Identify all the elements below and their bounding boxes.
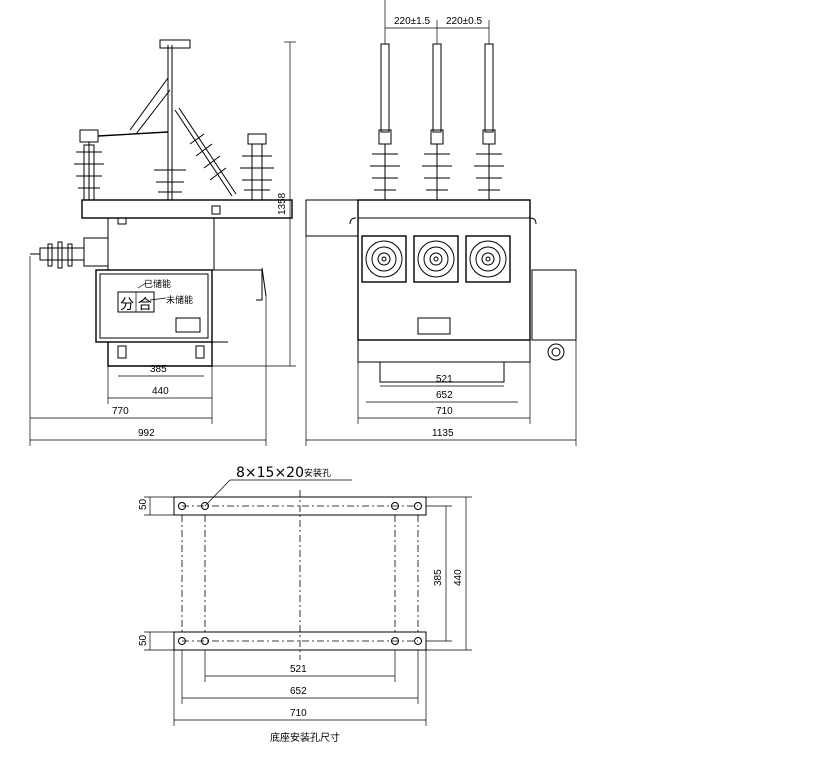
dim-front-710: 710 [436,406,453,417]
dim-phase-spacing-right: 220±0.5 [446,16,483,27]
flange-phase-c [465,235,511,283]
side-insulator-left [74,129,104,201]
side-view: 分 合 已储能 未储能 [29,39,296,446]
front-left-box [305,199,359,237]
side-nameplate [175,317,201,333]
bushing-phase-c [474,43,504,200]
dim-base-50-bottom: 50 [138,634,149,646]
flange-phase-b [413,235,459,283]
dim-base-50-top: 50 [138,498,149,510]
side-body [107,217,215,271]
base-plan: 8×15×20 安装孔 50 50 385 440 521 652 710 底 [138,465,472,744]
bushing-phase-a [370,43,400,200]
dim-front-1135: 1135 [432,428,454,439]
dim-base-385: 385 [433,569,444,586]
dim-front-652: 652 [436,390,453,401]
holes-note: 8×15×20 [236,465,304,481]
dim-base-521: 521 [290,664,307,675]
label-charged: 已储能 [144,278,171,290]
bushing-phase-b [422,43,452,200]
dim-side-770: 770 [112,406,129,417]
label-close: 合 [138,297,152,313]
holes-note-suffix: 安装孔 [304,467,331,479]
dim-side-992: 992 [138,428,155,439]
flange-phase-a [361,235,407,283]
dim-side-385: 385 [150,364,167,375]
dim-height-1358: 1358 [277,192,288,215]
side-insulator-right [240,133,274,201]
front-nameplate [417,317,451,335]
side-base [107,342,213,367]
side-insulator-center [154,39,191,200]
label-open: 分 [120,297,134,313]
side-horizontal-insulator [30,237,109,269]
dim-base-710: 710 [290,708,307,719]
base-plan-caption: 底座安装孔尺寸 [270,731,340,744]
front-right-box [531,269,577,341]
front-view: 220±1.5 220±0.5 521 652 710 1135 [305,0,577,446]
side-top-plate [81,199,293,219]
dim-side-440: 440 [152,386,169,397]
dim-phase-spacing-left: 220±1.5 [394,16,431,27]
label-uncharged: 未储能 [166,294,193,306]
dim-base-440: 440 [453,569,464,586]
dim-base-652: 652 [290,686,307,697]
dim-front-521: 521 [436,374,453,385]
front-tank [357,199,531,341]
mounting-holes [178,502,422,645]
